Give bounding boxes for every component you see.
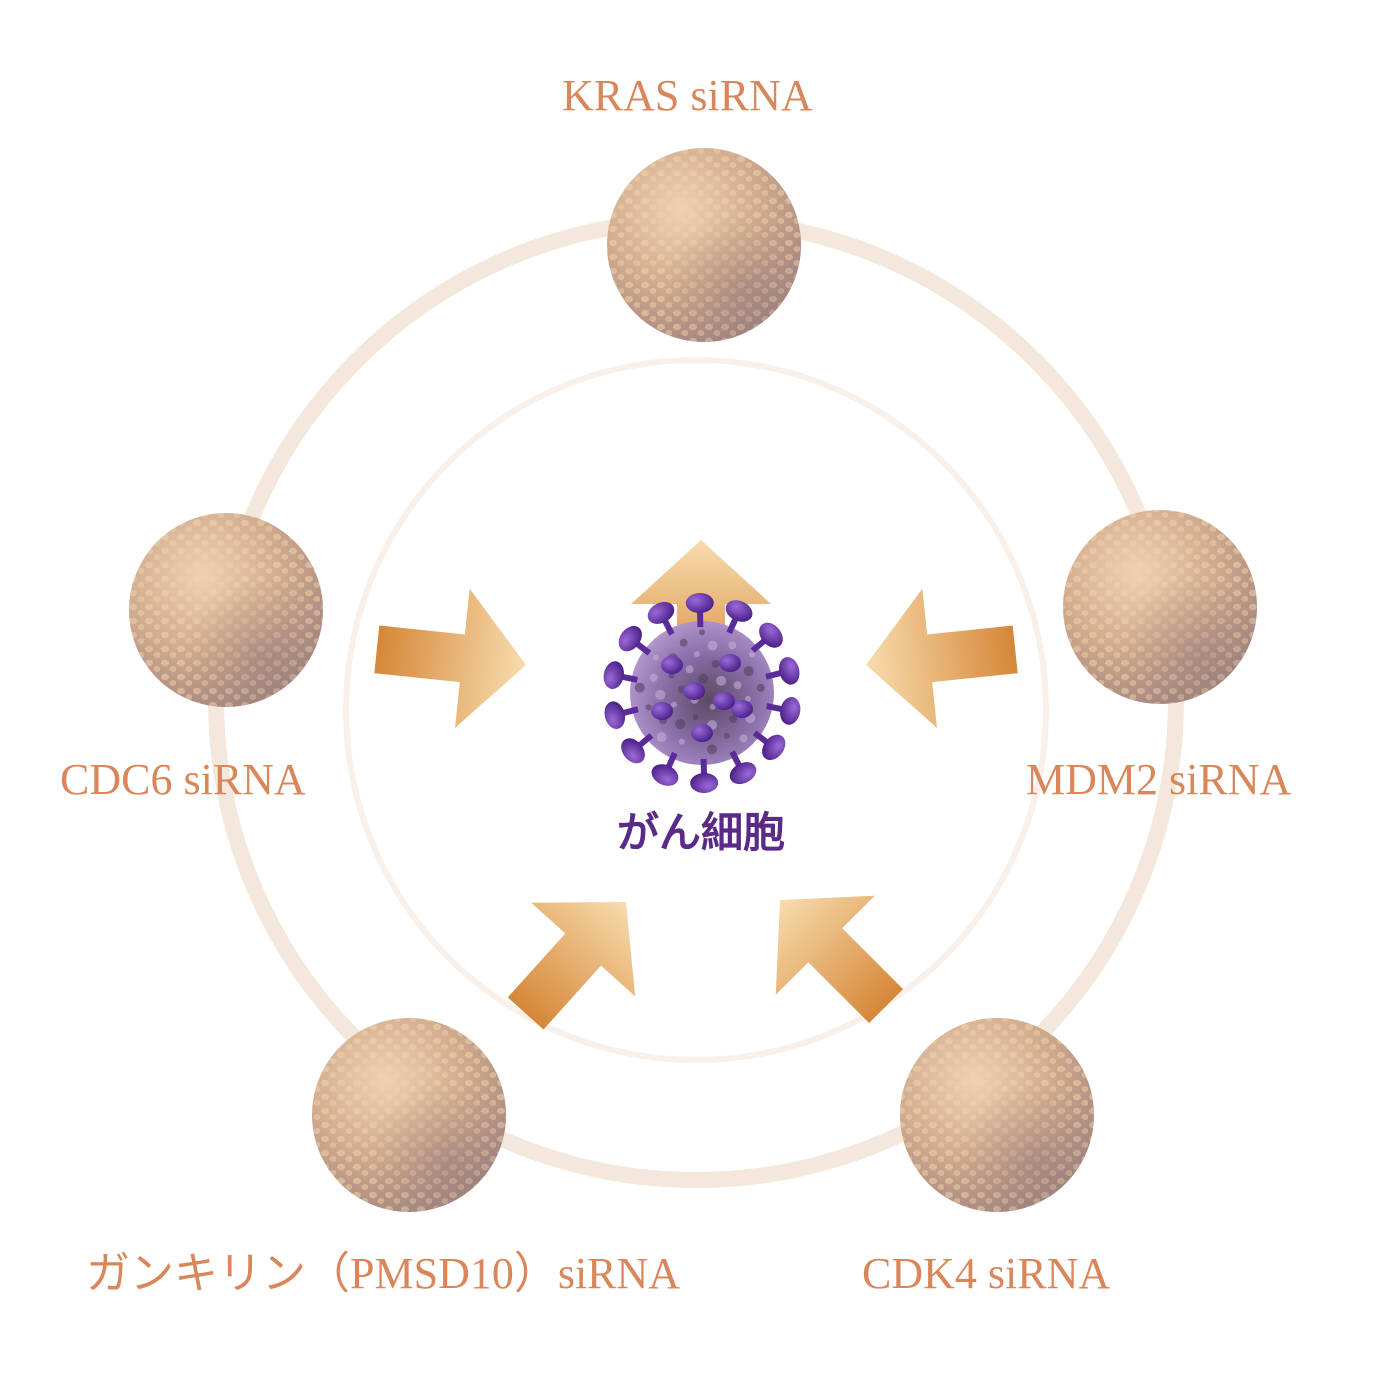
- sphere-cdc6: [129, 513, 323, 707]
- arrow-cdk4: [731, 851, 936, 1056]
- arrow-gankirin: [474, 855, 678, 1060]
- arrow-cdc6: [370, 580, 534, 735]
- arrow-mdm2: [859, 580, 1023, 735]
- label-kras: KRAS siRNA: [562, 74, 813, 118]
- label-cdk4: CDK4 siRNA: [862, 1252, 1110, 1296]
- sphere-kras: [607, 148, 801, 342]
- label-mdm2: MDM2 siRNA: [1026, 758, 1291, 802]
- sphere-mdm2: [1063, 510, 1257, 704]
- cancer-cell-icon: [601, 593, 803, 794]
- sphere-gankirin: [312, 1018, 506, 1212]
- label-cdc6: CDC6 siRNA: [60, 758, 306, 802]
- center-label: がん細胞: [596, 812, 806, 854]
- label-gankirin: ガンキリン（PMSD10）siRNA: [86, 1252, 680, 1296]
- sphere-cdk4: [900, 1018, 1094, 1212]
